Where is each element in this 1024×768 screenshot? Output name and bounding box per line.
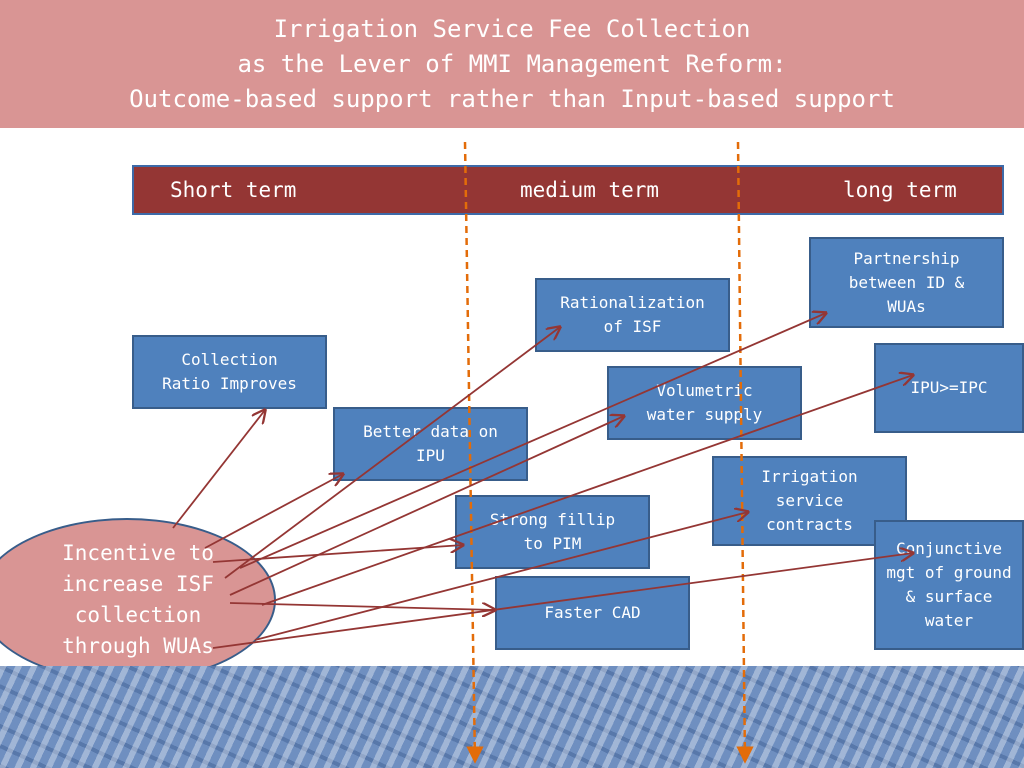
box-better-data: Better data on IPU	[333, 407, 528, 481]
box-better-data-line-1: Better data on	[363, 422, 498, 441]
title-line-2: as the Lever of MMI Management Reform:	[237, 49, 787, 78]
box-fillip-line-2: to PIM	[523, 534, 582, 553]
box-partnership-line-1: Partnership	[853, 248, 960, 268]
box-volumetric-line-2: water supply	[646, 405, 763, 424]
box-contracts-line-3: contracts	[766, 515, 853, 534]
box-collection-ratio-line-2: Ratio Improves	[162, 374, 297, 393]
box-conjunctive: Conjunctive mgt of ground & surface water	[874, 520, 1024, 650]
box-conjunctive-line-1: Conjunctive	[896, 539, 1002, 558]
box-ipu-ipc-line-1: IPU>=IPC	[910, 378, 988, 397]
incentive-line-4: through WUAs	[62, 634, 214, 658]
timeline-bar: Short term medium term long term	[132, 165, 1004, 215]
incentive-ellipse: Incentive to increase ISF collection thr…	[0, 518, 276, 682]
box-faster-cad: Faster CAD	[495, 576, 690, 650]
timeline-long-term: long term	[843, 178, 957, 202]
mural-decoration-image	[0, 666, 1024, 768]
title-band: Irrigation Service Fee Collection as the…	[0, 0, 1024, 128]
incentive-line-2: increase ISF	[62, 572, 214, 596]
box-partnership: Partnership between ID & WUAs	[809, 237, 1004, 328]
box-volumetric: Volumetric water supply	[607, 366, 802, 440]
box-rationalization-line-2: of ISF	[603, 317, 662, 336]
arrow-to-better-data	[204, 474, 343, 549]
incentive-line-3: collection	[74, 603, 202, 627]
box-fillip: Strong fillip to PIM	[455, 495, 650, 569]
box-conjunctive-line-4: water	[924, 611, 974, 630]
box-partnership-line-3: WUAs	[887, 296, 926, 316]
title-line-3: Outcome-based support rather than Input-…	[129, 84, 895, 113]
box-rationalization: Rationalization of ISF	[535, 278, 730, 352]
arrow-to-collection-ratio	[172, 410, 265, 529]
incentive-line-1: Incentive to	[62, 541, 214, 565]
box-contracts-line-2: service	[775, 491, 844, 510]
box-volumetric-line-1: Volumetric	[656, 381, 753, 400]
title-line-1: Irrigation Service Fee Collection	[273, 14, 751, 43]
box-fillip-line-1: Strong fillip	[489, 510, 616, 529]
box-conjunctive-line-2: mgt of ground	[886, 563, 1012, 582]
box-better-data-line-2: IPU	[416, 446, 445, 465]
box-collection-ratio-line-1: Collection	[181, 350, 278, 369]
box-rationalization-line-1: Rationalization	[560, 293, 705, 312]
timeline-medium-term: medium term	[520, 178, 660, 202]
timeline-short-term: Short term	[170, 178, 297, 202]
box-ipu-ipc: IPU>=IPC	[874, 343, 1024, 433]
box-faster-cad-line-1: Faster CAD	[544, 603, 641, 622]
box-partnership-line-2: between ID &	[848, 272, 965, 292]
box-conjunctive-line-3: & surface	[905, 587, 993, 606]
box-contracts-line-1: Irrigation	[761, 467, 858, 486]
